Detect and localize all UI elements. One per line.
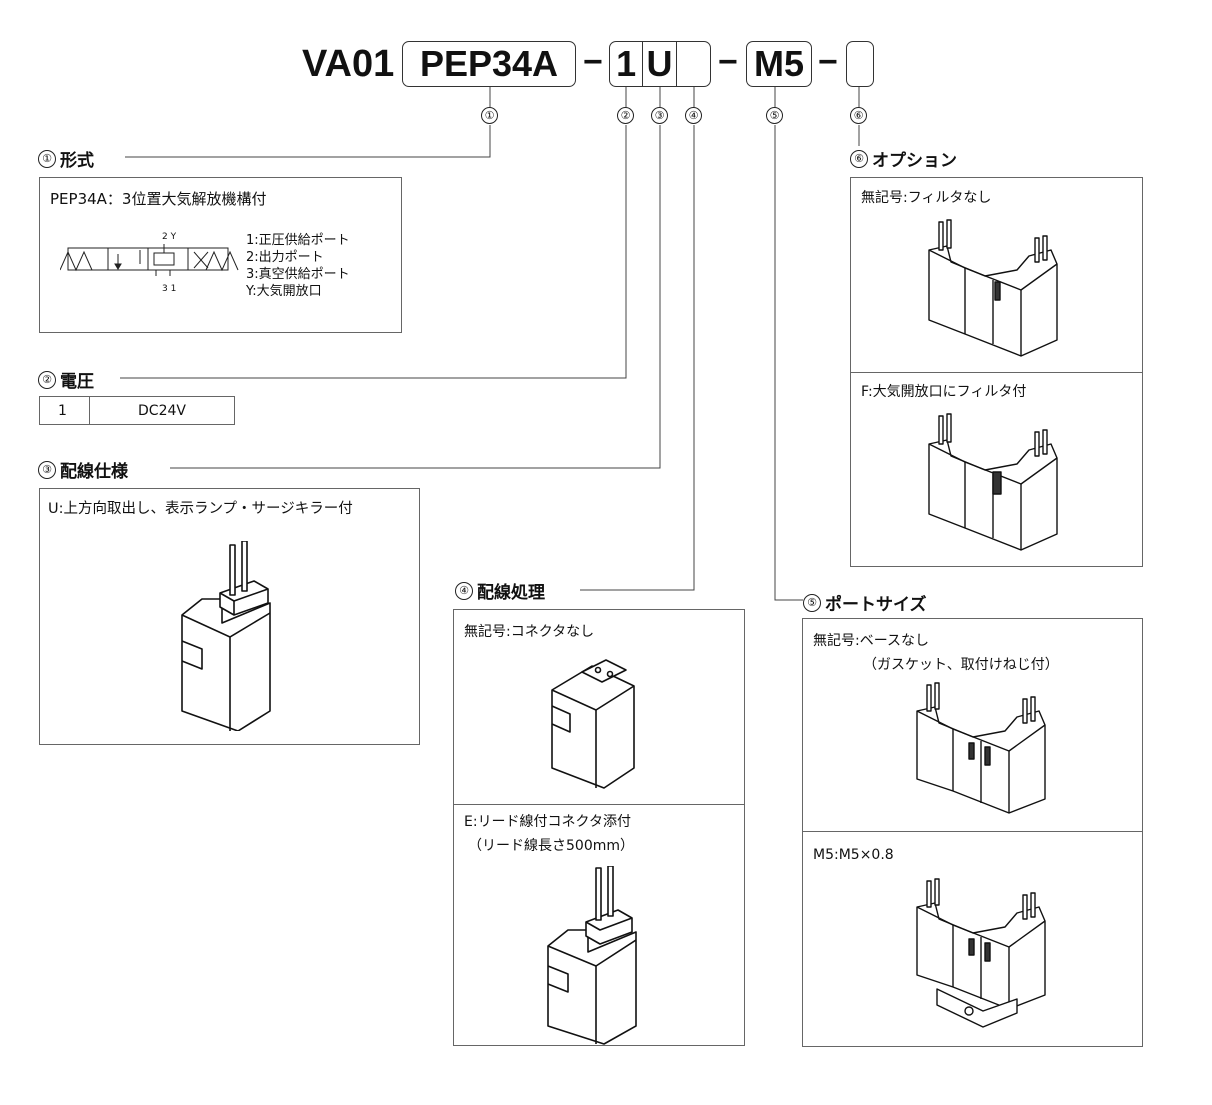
section-port-size-label: ポートサイズ — [825, 595, 927, 615]
code-dash: − — [818, 43, 838, 81]
port-3: 3:真空供給ポート — [246, 267, 350, 282]
divider — [851, 372, 1142, 373]
marker-5: ⑤ — [766, 107, 783, 124]
marker-3: ③ — [651, 107, 668, 124]
symbol-label-top: 2 Y — [162, 232, 177, 242]
code-box-group: 1 U — [609, 41, 711, 87]
solenoid-no-connector-icon — [551, 659, 635, 789]
code-dash: − — [583, 43, 603, 81]
section-option-title: ⑥ オプション — [850, 146, 963, 171]
code-box-option — [846, 41, 874, 87]
section-option-number: ⑥ — [850, 149, 868, 168]
section-port-size-title: ⑤ ポートサイズ — [803, 590, 933, 615]
valve-m5-base-icon — [916, 878, 1046, 1028]
panel-wiring: U:上方向取出し、表示ランプ・サージキラー付 — [39, 488, 420, 745]
solenoid-top-lead-icon — [181, 541, 271, 731]
type-description: PEP34A：3位置大気解放機構付 — [50, 190, 267, 208]
section-option-label: オプション — [872, 151, 957, 171]
wiring-treatment-option-e-note: （リード線長さ500mm） — [468, 838, 634, 854]
wiring-description: U:上方向取出し、表示ランプ・サージキラー付 — [48, 501, 353, 517]
port-option-none: 無記号:ベースなし — [813, 633, 930, 649]
marker-1: ① — [481, 107, 498, 124]
divider — [803, 831, 1142, 832]
option-f: F:大気開放口にフィルタ付 — [861, 384, 1027, 400]
section-type-title: ① 形式 — [38, 146, 100, 171]
voltage-code: 1 — [40, 397, 90, 424]
section-wiring-label: 配線仕様 — [60, 462, 128, 482]
port-option-none-note: （ガスケット、取付けねじ付） — [863, 657, 1059, 673]
valve-with-filter-icon — [928, 413, 1058, 551]
section-voltage-number: ② — [38, 370, 56, 389]
panel-option: 無記号:フィルタなし F:大気開放口にフィルタ付 — [850, 177, 1143, 567]
wiring-treatment-option-e: E:リード線付コネクタ添付 — [464, 814, 632, 830]
port-2: 2:出力ポート — [246, 250, 324, 265]
section-wiring-number: ③ — [38, 460, 56, 479]
symbol-label-bottom: 3 1 — [162, 284, 177, 294]
wiring-treatment-option-none: 無記号:コネクタなし — [464, 624, 595, 640]
section-port-size-number: ⑤ — [803, 593, 821, 612]
model-prefix: VA01 — [302, 43, 395, 85]
port-option-m5: M5:M5×0.8 — [813, 847, 894, 863]
code-box-model: PEP34A — [402, 41, 576, 87]
voltage-table: 1 DC24V — [39, 396, 235, 425]
section-wiring-treatment-label: 配線処理 — [477, 583, 545, 603]
section-type-number: ① — [38, 149, 56, 168]
code-dash: − — [718, 43, 738, 81]
section-wiring-title: ③ 配線仕様 — [38, 457, 134, 482]
code-box-wiring-treatment — [677, 42, 710, 86]
section-voltage-title: ② 電圧 — [38, 367, 100, 392]
marker-4: ④ — [685, 107, 702, 124]
section-type-label: 形式 — [60, 151, 94, 171]
marker-6: ⑥ — [850, 107, 867, 124]
section-wiring-treatment-title: ④ 配線処理 — [455, 578, 551, 603]
valve-no-base-icon — [916, 682, 1046, 814]
voltage-value: DC24V — [138, 402, 186, 419]
section-voltage-label: 電圧 — [60, 372, 94, 392]
panel-port-size: 無記号:ベースなし （ガスケット、取付けねじ付） M5:M5×0.8 — [802, 618, 1143, 1047]
code-box-voltage: 1 — [610, 42, 644, 86]
marker-2: ② — [617, 107, 634, 124]
section-wiring-treatment-number: ④ — [455, 581, 473, 600]
valve-no-filter-icon — [928, 219, 1058, 357]
panel-type: PEP34A：3位置大気解放機構付 2 Y 3 1 1:正圧供給ポート 2:出力… — [39, 177, 402, 333]
code-box-wiring: U — [643, 42, 677, 86]
panel-wiring-treatment: 無記号:コネクタなし E:リード線付コネクタ添付 （リード線長さ500mm） — [453, 609, 745, 1046]
code-box-port: M5 — [746, 41, 812, 87]
port-1: 1:正圧供給ポート — [246, 233, 350, 248]
solenoid-lead-connector-icon — [547, 866, 637, 1045]
option-none: 無記号:フィルタなし — [861, 190, 992, 206]
port-y: Y:大気開放口 — [246, 284, 322, 299]
divider — [454, 804, 744, 805]
valve-symbol-icon — [60, 244, 239, 276]
